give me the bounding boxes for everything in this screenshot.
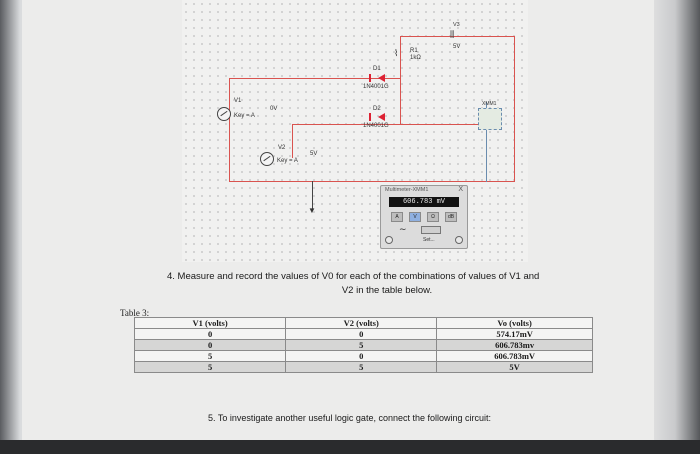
voltmeter-button[interactable]: V	[409, 212, 421, 222]
r1-value: 1kΩ	[410, 55, 421, 61]
v1-value: 0V	[270, 106, 278, 112]
close-icon[interactable]: X	[458, 186, 463, 193]
step-5-text: 5. To investigate another useful logic g…	[208, 413, 492, 423]
question-text: 4. Measure and record the values of V0 f…	[167, 271, 540, 282]
v3-value: 5V	[453, 44, 461, 50]
table-cell: 5	[285, 361, 438, 373]
diode-icon	[369, 74, 385, 82]
terminal-plus[interactable]	[455, 236, 463, 244]
results-table: V1 (volts) V2 (volts) Vo (volts) 0 0 574…	[133, 317, 593, 373]
ohmmeter-button[interactable]: Ω	[427, 212, 439, 222]
resistor-icon: ⌇	[394, 48, 399, 58]
table-cell: 606.783mV	[436, 350, 593, 362]
table-row: 0 5 606.783mv	[133, 339, 593, 351]
wire	[229, 78, 231, 181]
multimeter-reading: 606.783 mV	[389, 197, 459, 207]
table-header-row: V1 (volts) V2 (volts) Vo (volts)	[133, 317, 593, 329]
table-cell: 0	[133, 339, 287, 351]
terminal-minus[interactable]	[385, 236, 393, 244]
question-text: V2 in the table below.	[341, 285, 433, 296]
table-cell: 0	[285, 350, 438, 362]
table-cell: 606.783mv	[436, 339, 593, 351]
switch-source-icon	[260, 152, 274, 166]
wire	[514, 36, 516, 181]
v1-label: V1	[234, 98, 242, 104]
table-caption: Table 3:	[120, 308, 150, 318]
wire	[292, 124, 401, 126]
switch-source-icon	[217, 107, 231, 121]
wire	[229, 181, 515, 183]
r1-label: R1	[410, 48, 418, 54]
table-cell: 5	[285, 339, 438, 351]
d2-label: D2	[373, 106, 381, 112]
table-row: 0 0 574.17mV	[133, 328, 593, 340]
circuit-schematic: ▼ V3 ⫴ 5V R1 1kΩ ⌇ D1 1N4001G D2 1N4001G…	[182, 0, 528, 262]
battery-icon: ⫴	[450, 30, 455, 41]
table-cell: 0	[285, 328, 438, 340]
table-cell: 5	[133, 350, 287, 362]
multimeter-symbol-icon[interactable]	[478, 108, 502, 130]
v2-value: 5V	[310, 151, 318, 157]
wire	[486, 102, 487, 182]
wire	[400, 36, 402, 124]
wire	[400, 124, 486, 126]
table-cell: 574.17mV	[436, 328, 593, 340]
table-cell: 0	[133, 328, 287, 340]
set-button[interactable]: Set...	[423, 237, 435, 243]
wire	[292, 124, 294, 158]
document-page: ▼ V3 ⫴ 5V R1 1kΩ ⌇ D1 1N4001G D2 1N4001G…	[22, 0, 654, 440]
question-4: 4. Measure and record the values of V0 f…	[167, 270, 607, 298]
table-cell: 5	[133, 361, 287, 373]
d1-model: 1N4001G	[363, 84, 389, 90]
diode-icon	[369, 113, 385, 121]
ammeter-button[interactable]: A	[391, 212, 403, 222]
table-row: 5 0 606.783mV	[133, 350, 593, 362]
dc-mode-button[interactable]	[421, 226, 441, 234]
monitor-bezel	[0, 440, 700, 454]
v2-key: Key = A	[277, 158, 298, 164]
v1-key: Key = A	[234, 113, 255, 119]
v2-label: V2	[278, 145, 286, 151]
multimeter-title: Multimeter-XMM1	[385, 187, 429, 193]
column-header: V2 (volts)	[285, 317, 438, 329]
ground-icon: ▼	[308, 206, 316, 215]
table-row: 5 5 5V	[133, 361, 593, 373]
xmm-label: XMM1	[482, 101, 497, 107]
wire	[400, 36, 514, 38]
column-header: V1 (volts)	[133, 317, 287, 329]
d1-label: D1	[373, 66, 381, 72]
wire	[229, 78, 400, 80]
decibel-button[interactable]: dB	[445, 212, 457, 222]
wire	[312, 181, 314, 209]
v3-label: V3	[453, 22, 460, 28]
ac-wave-icon[interactable]: ∼	[399, 224, 407, 234]
d2-model: 1N4001G	[363, 123, 389, 129]
multimeter-window[interactable]: Multimeter-XMM1 X 606.783 mV A V Ω dB ∼ …	[380, 185, 468, 249]
table-cell: 5V	[436, 361, 593, 373]
column-header: Vo (volts)	[436, 317, 593, 329]
